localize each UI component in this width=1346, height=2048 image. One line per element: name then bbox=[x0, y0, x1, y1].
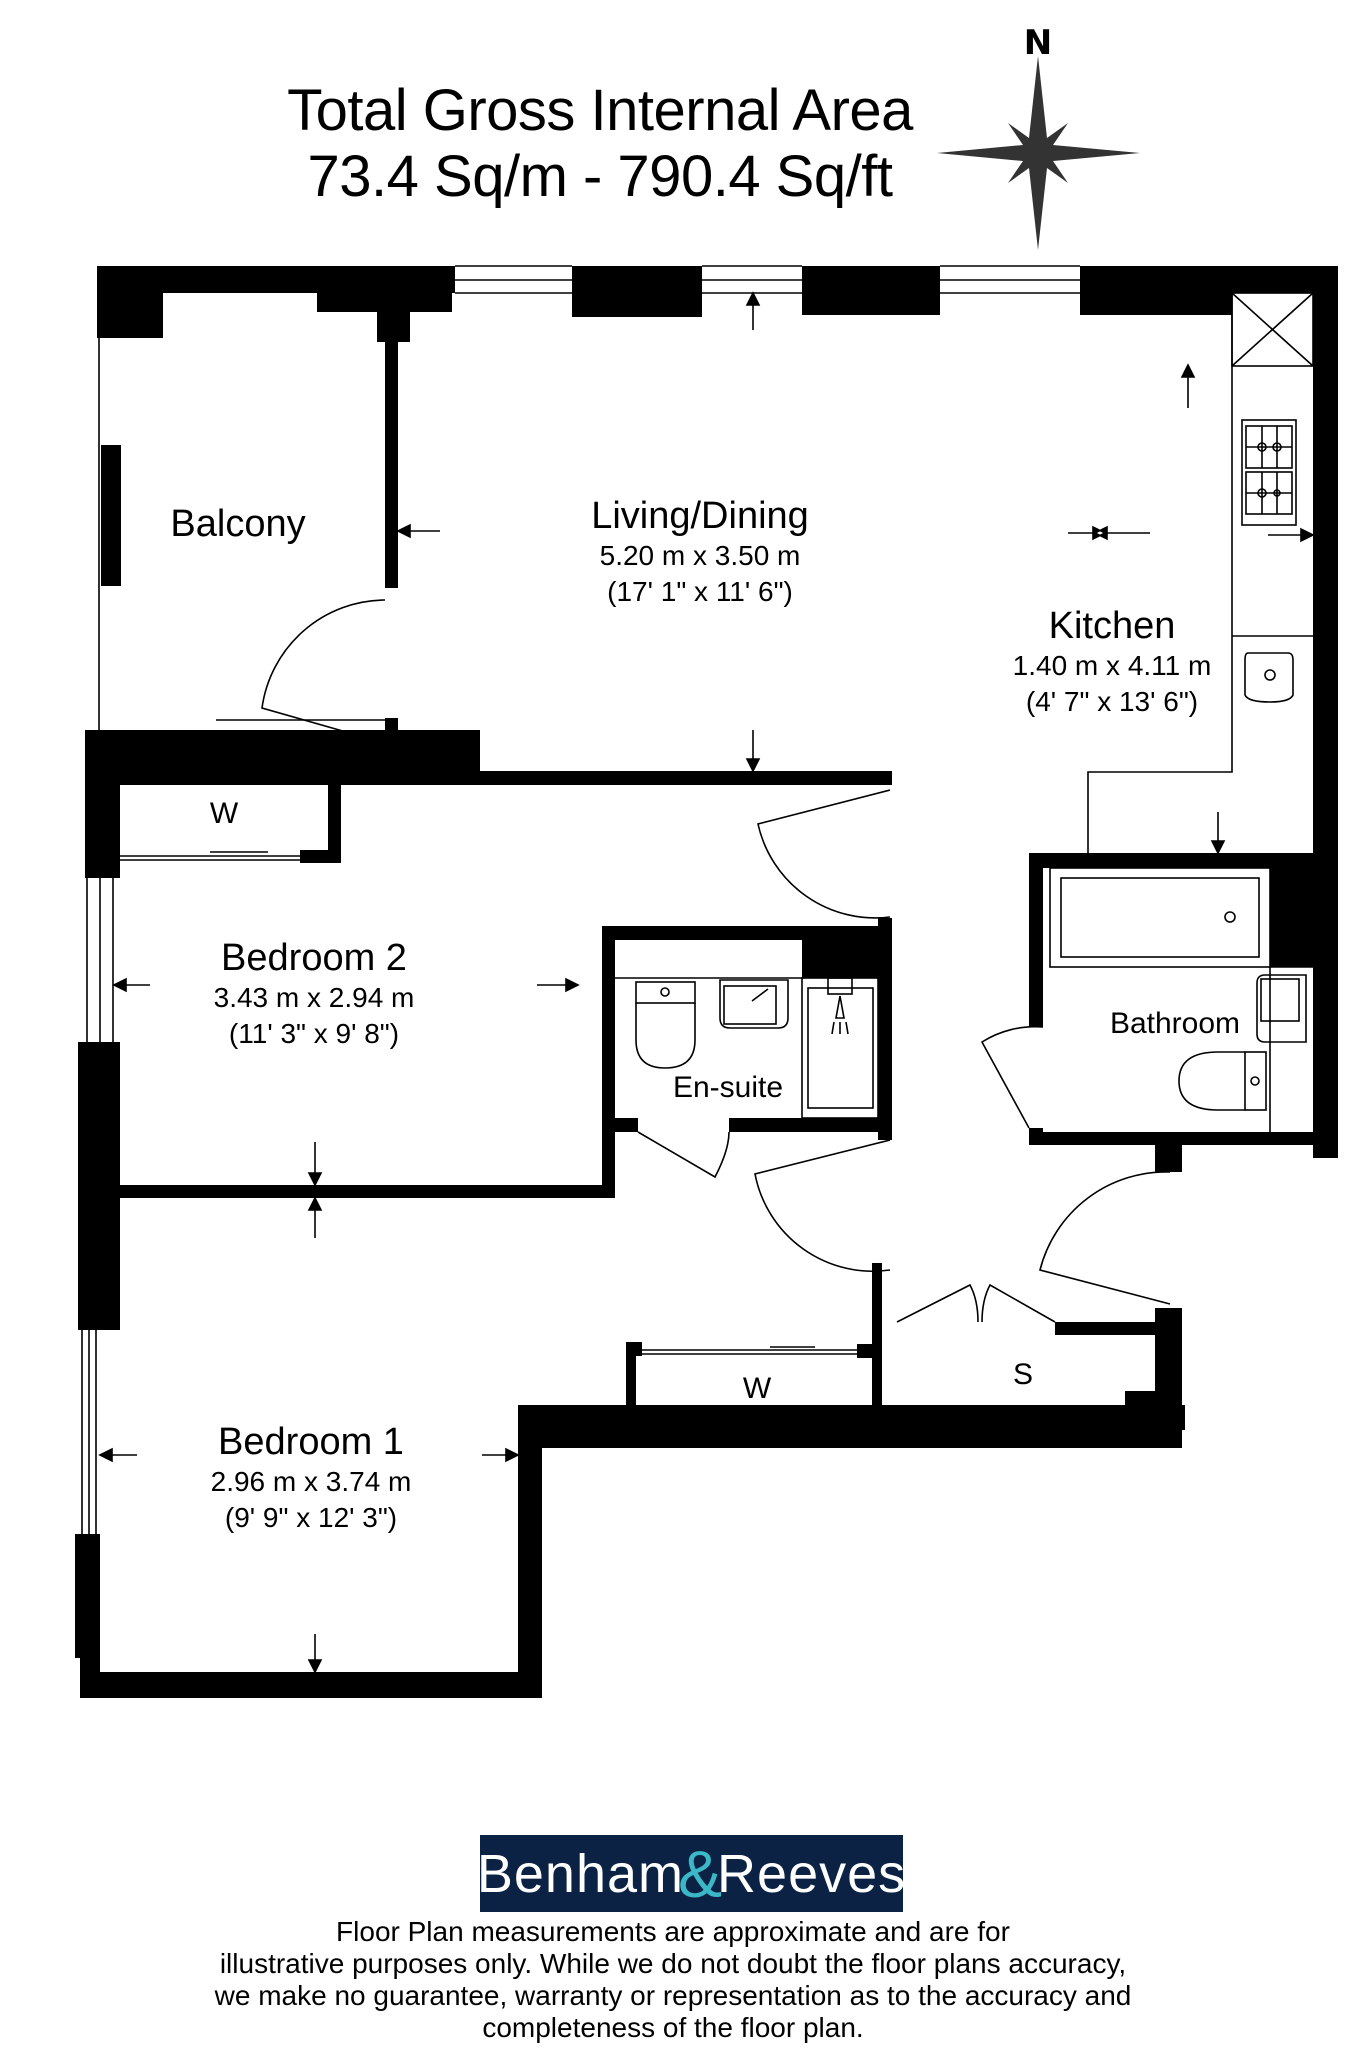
area-value: 73.4 Sq/m - 790.4 Sq/ft bbox=[307, 144, 893, 209]
room-bedroom-1: Bedroom 1 2.96 m x 3.74 m (9' 9" x 12' 3… bbox=[211, 1420, 412, 1536]
brand-name-left: Benham bbox=[476, 1843, 685, 1904]
room-dimension-imperial: (4' 7" x 13' 6") bbox=[1025, 686, 1199, 717]
room-dimension-imperial: (9' 9" x 12' 3") bbox=[224, 1502, 398, 1533]
brand-logo: Benham&Reeves bbox=[476, 1835, 907, 1912]
room-name: Bedroom 2 bbox=[221, 937, 407, 979]
room-dimension-metric: 2.96 m x 3.74 m bbox=[210, 1466, 412, 1497]
disclaimer-line: illustrative purposes only. While we do … bbox=[219, 1948, 1127, 1979]
brand-ampersand: & bbox=[678, 1836, 724, 1911]
fixtures bbox=[81, 265, 1314, 1534]
disclaimer-line: Floor Plan measurements are approximate … bbox=[336, 1916, 1010, 1947]
disclaimer-line: completeness of the floor plan. bbox=[482, 2012, 864, 2043]
room-name: Kitchen bbox=[1048, 605, 1176, 647]
room-balcony: Balcony bbox=[170, 502, 305, 546]
room-dimension-metric: 5.20 m x 3.50 m bbox=[599, 540, 801, 571]
room-dimension-metric: 1.40 m x 4.11 m bbox=[1012, 650, 1212, 681]
room-name: Bathroom bbox=[1109, 1007, 1241, 1040]
room-dimension-imperial: (11' 3" x 9' 8") bbox=[228, 1018, 400, 1049]
room-dimension-metric: 3.43 m x 2.94 m bbox=[213, 982, 415, 1013]
room-name: Bedroom 1 bbox=[218, 1421, 404, 1463]
room-en-suite: En-suite bbox=[673, 1070, 783, 1106]
room-bedroom-2: Bedroom 2 3.43 m x 2.94 m (11' 3" x 9' 8… bbox=[214, 936, 415, 1052]
room-bathroom: Bathroom bbox=[1110, 1006, 1240, 1042]
walls bbox=[75, 266, 1338, 1698]
room-kitchen: Kitchen 1.40 m x 4.11 m (4' 7" x 13' 6") bbox=[1013, 604, 1212, 720]
room-name: Living/Dining bbox=[591, 495, 809, 537]
wardrobe-bedroom-2-label: W bbox=[209, 797, 239, 830]
compass-star-icon: N bbox=[937, 23, 1140, 250]
floor-plan: N bbox=[75, 23, 1338, 1698]
room-dimension-imperial: (17' 1" x 11' 6") bbox=[607, 576, 793, 607]
wardrobe-bedroom-1-label: W bbox=[742, 1372, 772, 1405]
disclaimer-line: we make no guarantee, warranty or repres… bbox=[214, 1980, 1132, 2011]
room-living-dining: Living/Dining 5.20 m x 3.50 m (17' 1" x … bbox=[591, 494, 809, 610]
brand-name-right: Reeves bbox=[717, 1843, 907, 1904]
room-name: Balcony bbox=[170, 503, 306, 545]
room-name: En-suite bbox=[672, 1071, 784, 1104]
area-title: Total Gross Internal Area bbox=[287, 78, 913, 143]
store-label: S bbox=[1012, 1358, 1034, 1391]
disclaimer: Floor Plan measurements are approximate … bbox=[0, 1916, 1346, 2044]
dimension-arrows bbox=[98, 291, 1315, 1674]
